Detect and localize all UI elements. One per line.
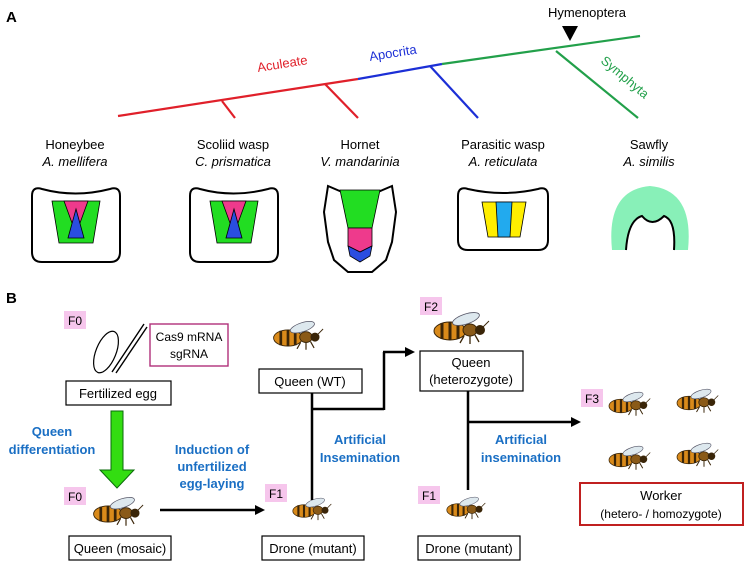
hymenoptera-marker xyxy=(562,26,578,41)
queen-mosaic-label: Queen (mosaic) xyxy=(74,541,166,556)
queen-het-bee xyxy=(432,308,491,346)
apocrita-label: Apocrita xyxy=(368,42,418,64)
injection-line-2: sgRNA xyxy=(170,347,208,361)
apocrita-branch xyxy=(357,62,443,81)
induction-line-2: unfertilized xyxy=(177,459,246,474)
tag-f2: F2 xyxy=(424,300,438,314)
species-common-hornet: Hornet xyxy=(340,137,379,152)
queen-differentiation-arrow xyxy=(98,410,136,489)
tag-f3-bg xyxy=(581,389,603,407)
embryo-scoliid xyxy=(189,187,279,263)
species-common-scoliid: Scoliid wasp xyxy=(197,137,269,152)
hymenoptera-label: Hymenoptera xyxy=(548,5,627,20)
embryo-parasitic xyxy=(457,187,549,251)
fertilized-egg-box xyxy=(65,380,172,406)
drone-mutant-label-2: Drone (mutant) xyxy=(425,541,512,556)
aculeate-label: Aculeate xyxy=(256,52,308,75)
embryo-hornet xyxy=(322,184,398,273)
worker-bee-2 xyxy=(675,386,720,414)
species-latin-sawfly: A. similis xyxy=(622,154,675,169)
insem-2-line-1: Artificial xyxy=(495,432,547,447)
induction-line-3: egg-laying xyxy=(179,476,244,491)
queen-het-line-2: (heterozygote) xyxy=(429,372,513,387)
symphyta-label: Symphyta xyxy=(598,53,653,102)
tag-f1-left: F1 xyxy=(269,487,283,501)
queen-wt-bee xyxy=(272,317,325,352)
tag-f2-bg xyxy=(420,297,442,315)
sawfly-branch xyxy=(555,50,639,119)
queen-wt-box xyxy=(258,368,363,394)
phylogeny-tree xyxy=(117,26,641,119)
tag-f0-top-bg xyxy=(64,311,86,329)
embryo-sawfly xyxy=(611,186,689,251)
panel-b-letter: B xyxy=(6,290,17,307)
worker-bee-3 xyxy=(607,443,652,471)
scoliid-branch xyxy=(221,100,236,119)
species-latin-parasitic: A. reticulata xyxy=(468,154,538,169)
queen-wt-label: Queen (WT) xyxy=(274,374,346,389)
insem-1-line-2: Insemination xyxy=(320,450,400,465)
queen-mosaic-bee xyxy=(92,493,145,528)
worker-box xyxy=(579,482,744,526)
queen-het-box xyxy=(419,350,524,392)
species-latin-scoliid: C. prismatica xyxy=(195,154,271,169)
parasitic-branch xyxy=(429,65,479,119)
egg-injection xyxy=(92,323,148,374)
induction-line-1: Induction of xyxy=(175,442,250,457)
aculeate-branch xyxy=(117,77,359,118)
worker-bee-1 xyxy=(607,389,652,417)
worker-line-1: Worker xyxy=(640,488,682,503)
insem-2-line-2: insemination xyxy=(481,450,561,465)
tag-f1-right: F1 xyxy=(422,489,436,503)
tag-f0-top: F0 xyxy=(68,314,82,328)
panel-a-letter: A xyxy=(6,9,17,26)
fertilized-egg-label: Fertilized egg xyxy=(79,386,157,401)
species-latin-hornet: V. mandarinia xyxy=(320,154,399,169)
drone-bee-2 xyxy=(445,494,487,521)
tag-f3: F3 xyxy=(585,392,599,406)
species-common-sawfly: Sawfly xyxy=(630,137,669,152)
insem-1-line-1: Artificial xyxy=(334,432,386,447)
tag-f1-left-bg xyxy=(265,484,287,502)
injection-line-1: Cas9 mRNA xyxy=(156,330,223,344)
drone-mutant-box-2 xyxy=(417,535,521,561)
hornet-branch xyxy=(324,83,359,119)
queen-het-line-1: Queen xyxy=(451,355,490,370)
injection-box xyxy=(149,323,229,367)
queen-diff-line-1: Queen xyxy=(32,424,73,439)
drone-mutant-box-1 xyxy=(261,535,365,561)
tag-f1-right-bg xyxy=(418,486,440,504)
worker-line-2: (hetero- / homozygote) xyxy=(600,507,721,521)
tag-f0-bottom-bg xyxy=(64,487,86,505)
queen-mosaic-box xyxy=(68,535,172,561)
insemination-2-connector xyxy=(466,391,581,490)
symphyta-stem xyxy=(441,34,641,66)
tag-f0-bottom: F0 xyxy=(68,490,82,504)
queen-diff-line-2: differentiation xyxy=(9,442,96,457)
drone-mutant-label-1: Drone (mutant) xyxy=(269,541,356,556)
embryo-honeybee xyxy=(31,187,121,263)
species-common-parasitic: Parasitic wasp xyxy=(461,137,545,152)
species-common-honeybee: Honeybee xyxy=(45,137,104,152)
species-latin-honeybee: A. mellifera xyxy=(41,154,107,169)
insemination-1-connector xyxy=(310,347,415,500)
worker-bee-4 xyxy=(675,440,720,468)
